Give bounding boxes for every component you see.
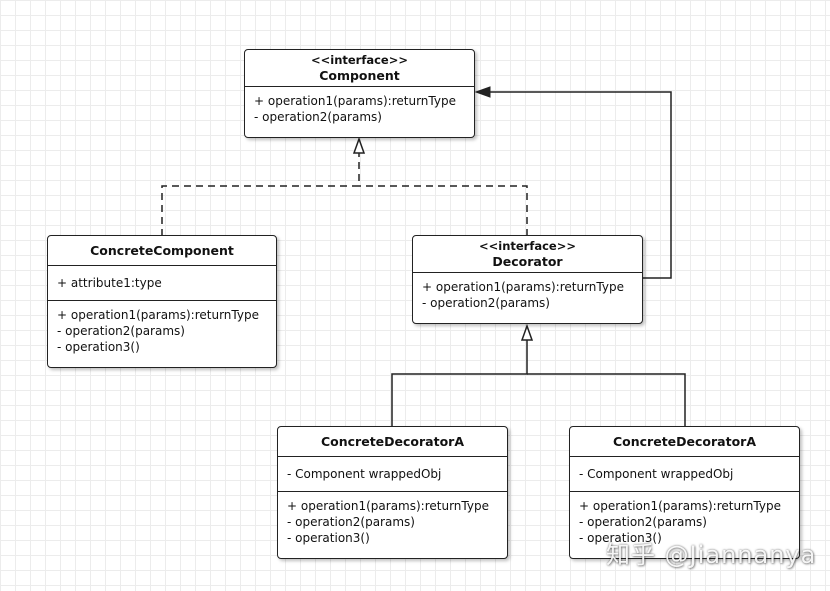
class-name: ConcreteDecoratorA [612, 434, 757, 449]
class-decorator[interactable]: <<interface>> Decorator + operation1(par… [412, 235, 643, 324]
class-concrete-component[interactable]: ConcreteComponent + attribute1:type + op… [47, 235, 277, 368]
class-concrete-decorator-a-right[interactable]: ConcreteDecoratorA - Component wrappedOb… [569, 426, 800, 559]
operation: - operation2(params) [254, 110, 382, 124]
operation: + operation1(params):returnType [57, 308, 259, 322]
operations-section: + operation1(params):returnType - operat… [48, 301, 276, 361]
watermark: 知乎 @Jiannanya [606, 541, 817, 569]
class-name: ConcreteComponent [90, 243, 234, 258]
class-header: ConcreteComponent [48, 236, 276, 266]
stereotype-label: <<interface>> [310, 53, 409, 67]
inheritance-connector-left [391, 340, 528, 427]
operations-section: + operation1(params):returnType - operat… [278, 492, 507, 552]
class-concrete-decorator-a-left[interactable]: ConcreteDecoratorA - Component wrappedOb… [277, 426, 508, 559]
operations-section: + operation1(params):returnType - operat… [570, 492, 799, 552]
realization-connector-concretecomponent [161, 153, 360, 236]
realization-connector-decorator [359, 185, 528, 236]
inheritance-arrowhead [520, 323, 534, 341]
class-header: ConcreteDecoratorA [278, 427, 507, 457]
operations-section: + operation1(params):returnType - operat… [413, 273, 642, 317]
attributes-section: + attribute1:type [48, 266, 276, 301]
association-connector-decorator-component [490, 91, 672, 279]
attribute: - Component wrappedObj [579, 467, 734, 481]
operations-section: + operation1(params):returnType - operat… [245, 87, 474, 131]
stereotype-label: <<interface>> [478, 239, 577, 253]
attribute: - Component wrappedObj [287, 467, 442, 481]
class-name: ConcreteDecoratorA [320, 434, 465, 449]
operation: - operation2(params) [579, 515, 707, 529]
class-name: Decorator [492, 254, 563, 269]
attribute: + attribute1:type [57, 276, 162, 290]
attributes-section: - Component wrappedObj [570, 457, 799, 492]
inheritance-connector-right [527, 373, 686, 427]
class-header: <<interface>> Decorator [413, 236, 642, 273]
association-arrowhead [474, 86, 491, 98]
operation: - operation2(params) [422, 296, 550, 310]
class-name: Component [319, 68, 400, 83]
class-header: ConcreteDecoratorA [570, 427, 799, 457]
operation: - operation3() [57, 340, 140, 354]
class-component[interactable]: <<interface>> Component + operation1(par… [244, 49, 475, 138]
operation: + operation1(params):returnType [287, 499, 489, 513]
operation: - operation2(params) [57, 324, 185, 338]
attributes-section: - Component wrappedObj [278, 457, 507, 492]
operation: - operation2(params) [287, 515, 415, 529]
class-header: <<interface>> Component [245, 50, 474, 87]
operation: + operation1(params):returnType [422, 280, 624, 294]
operation: - operation3() [579, 531, 662, 545]
operation: + operation1(params):returnType [579, 499, 781, 513]
operation: + operation1(params):returnType [254, 94, 456, 108]
operation: - operation3() [287, 531, 370, 545]
realization-arrowhead [352, 136, 366, 154]
